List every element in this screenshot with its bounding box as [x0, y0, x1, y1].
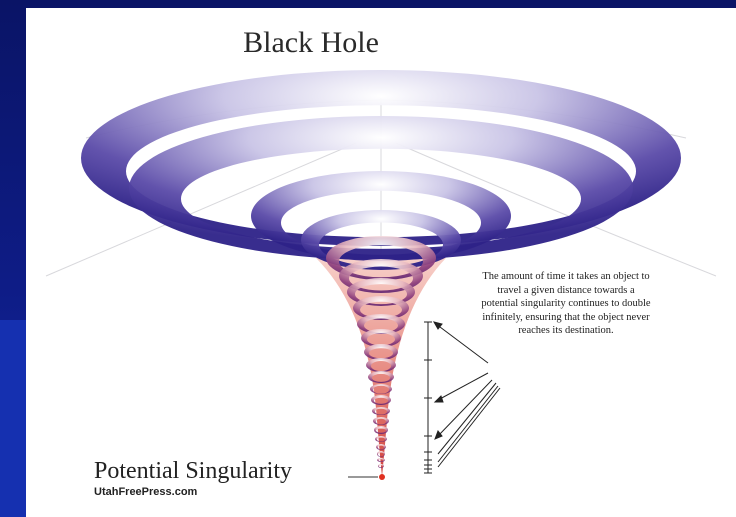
diagram-description: The amount of time it takes an object to…: [481, 271, 651, 337]
funnel-ring: [301, 210, 461, 270]
funnel-ring: [370, 384, 392, 394]
diagram-panel: Black Hole The amount of time it takes a…: [26, 8, 736, 517]
funnel-ring: [339, 259, 423, 293]
funnel-ring: [353, 296, 409, 320]
funnel-ring: [361, 329, 401, 347]
black-hole-illustration: [45, 70, 717, 480]
funnel-throat: [316, 258, 446, 476]
funnel-ring: [81, 70, 681, 246]
distance-scale: [424, 321, 432, 474]
funnel-ring: [373, 417, 389, 425]
source-credit: UtahFreePress.com: [94, 486, 198, 498]
funnel-ring: [129, 116, 633, 260]
scale-arrows: [432, 321, 501, 468]
singularity-label: Potential Singularity: [94, 458, 292, 484]
funnel-ring: [374, 426, 388, 434]
funnel-ring: [347, 278, 415, 306]
funnel-ring: [357, 314, 405, 334]
funnel-ring: [364, 344, 398, 360]
funnel-ring: [378, 464, 384, 468]
funnel-ring: [251, 170, 512, 262]
singularity-point: [379, 474, 385, 480]
funnel-ring: [377, 458, 385, 462]
funnel-ring: [377, 451, 385, 457]
funnel-ring: [372, 407, 390, 415]
funnel-ring: [368, 371, 394, 383]
funnel-ring: [366, 358, 396, 372]
funnel-ring: [325, 235, 437, 281]
funnel-ring: [376, 444, 386, 450]
funnel-ring: [375, 436, 387, 442]
diagram-title: Black Hole: [243, 26, 379, 59]
funnel-ring: [371, 395, 391, 405]
funnel-rings: [81, 70, 681, 468]
